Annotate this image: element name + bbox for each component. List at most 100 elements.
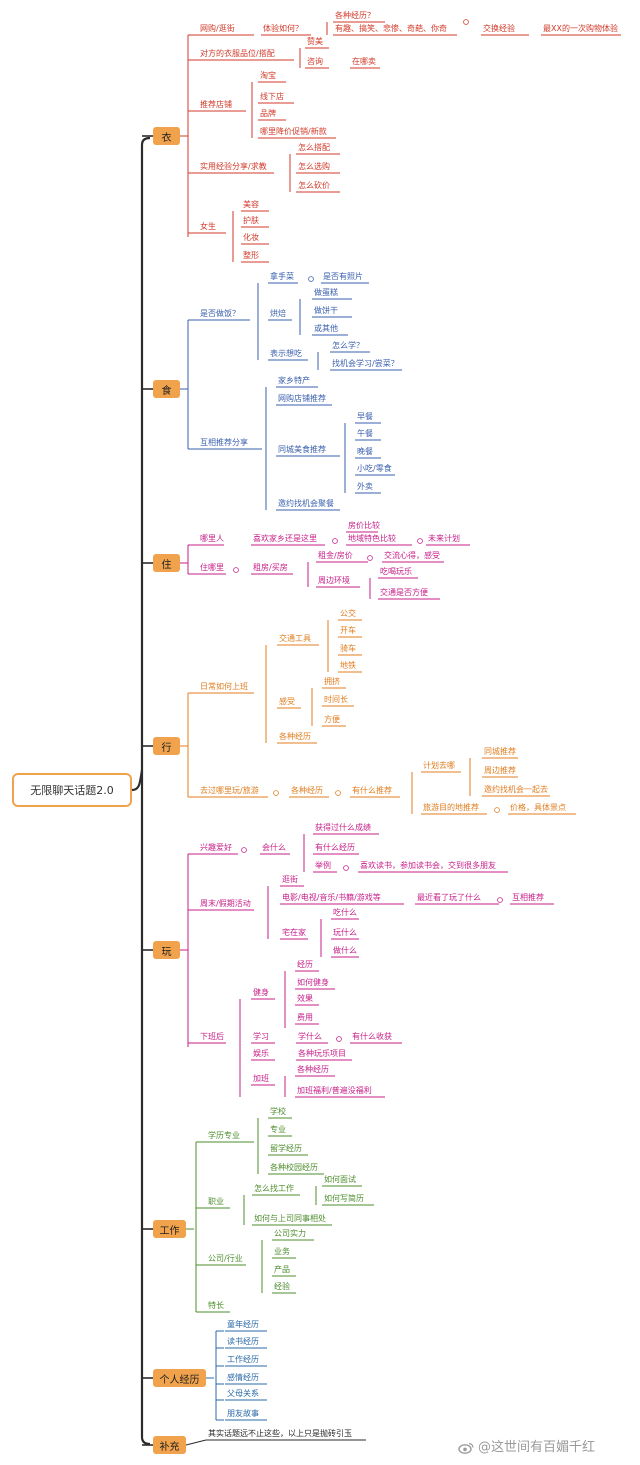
topic-node: 有什么收获 — [352, 1032, 392, 1041]
topic-node: 女生 — [200, 222, 216, 231]
topic-node: 时间长 — [324, 695, 348, 704]
topic-node: 感受 — [279, 697, 295, 706]
topic-node: 特长 — [208, 1301, 224, 1310]
topic-node: 互相推荐 — [512, 893, 544, 902]
collapse-dot-icon — [463, 19, 469, 25]
topic-node: 地铁 — [340, 661, 356, 670]
topic-node: 下班后 — [200, 1032, 224, 1041]
topic-node: 是否做饭？ — [200, 309, 240, 318]
topic-node: 方便 — [324, 715, 340, 724]
collapse-dot-icon — [343, 865, 349, 871]
topic-node: 护肤 — [243, 216, 259, 225]
topic-node: 如何面试 — [324, 1175, 356, 1184]
topic-node: 怎么选购 — [298, 162, 330, 171]
topic-node: 或其他 — [314, 324, 338, 333]
topic-node: 实用经验分享/求教 — [200, 162, 267, 171]
topic-node: 工作经历 — [227, 1355, 259, 1364]
topic-node: 宅在家 — [282, 928, 306, 937]
category-node: 工作 — [153, 1220, 186, 1238]
topic-node: 如何健身 — [297, 978, 329, 987]
topic-node: 最近看了玩了什么 — [417, 893, 481, 902]
topic-node: 淘宝 — [260, 71, 276, 80]
topic-node: 怎么搭配 — [298, 143, 330, 152]
topic-node: 有趣、搞笑、悲惨、奇葩、你奇 — [335, 24, 447, 33]
topic-node: 午餐 — [357, 429, 373, 438]
collapse-dot-icon — [336, 1036, 342, 1042]
topic-node: 朋友故事 — [227, 1409, 259, 1418]
topic-node: 哪里降价促销/新款 — [260, 127, 327, 136]
collapse-dot-icon — [497, 897, 503, 903]
topic-node: 房价比较 — [348, 521, 380, 530]
topic-node: 家乡特产 — [278, 376, 310, 385]
topic-node: 公司实力 — [274, 1229, 306, 1238]
collapse-dot-icon — [417, 538, 423, 544]
topic-node: 费用 — [297, 1013, 313, 1022]
topic-node: 住哪里 — [200, 563, 224, 572]
topic-node: 各种经历 — [291, 786, 323, 795]
topic-node: 做饼干 — [314, 306, 338, 315]
topic-node: 品牌 — [260, 109, 276, 118]
topic-node: 怎么学？ — [332, 341, 364, 350]
root-topic: 无限聊天话题2.0 — [12, 773, 132, 807]
topic-node: 电影/电视/音乐/书籍/游戏等 — [282, 893, 381, 902]
topic-node: 线下店 — [260, 92, 284, 101]
topic-node: 化妆 — [243, 233, 259, 242]
topic-node: 网购店铺推荐 — [278, 394, 326, 403]
topic-node: 烘焙 — [270, 309, 286, 318]
topic-node: 怎么找工作 — [254, 1184, 294, 1193]
topic-node: 同城推荐 — [484, 747, 516, 756]
topic-node: 喜欢读书，参加读书会，交到很多朋友 — [360, 861, 496, 870]
topic-node: 租金/房价 — [318, 551, 353, 560]
topic-node: 公交 — [340, 609, 356, 618]
topic-node: 未来计划 — [428, 534, 460, 543]
connector-curve — [131, 769, 144, 792]
topic-node: 互相推荐分享 — [200, 438, 248, 447]
topic-node: 会什么 — [262, 843, 286, 852]
topic-node: 小吃/零食 — [357, 464, 392, 473]
category-node: 住 — [153, 554, 180, 572]
weibo-logo-icon — [458, 1442, 474, 1454]
topic-node: 邀约找机会聚餐 — [278, 499, 334, 508]
topic-node: 各种玩乐项目 — [298, 1049, 346, 1058]
collapse-dot-icon — [332, 538, 338, 544]
connector-curve — [140, 1436, 151, 1446]
topic-node: 吃什么 — [333, 908, 357, 917]
topic-node: 逛街 — [282, 875, 298, 884]
topic-node: 留学经历 — [270, 1144, 302, 1153]
topic-node: 兴趣爱好 — [200, 843, 232, 852]
topic-node: 外卖 — [357, 482, 373, 491]
topic-node: 交流心得，感受 — [384, 551, 440, 560]
topic-node: 公司/行业 — [208, 1254, 243, 1263]
topic-node: 交通是否方便 — [380, 588, 428, 597]
topic-node: 加班 — [253, 1074, 269, 1083]
topic-node: 如何写简历 — [324, 1194, 364, 1203]
topic-node: 周末/假期活动 — [200, 899, 251, 908]
topic-node: 读书经历 — [227, 1337, 259, 1346]
topic-node: 在哪卖 — [352, 57, 376, 66]
topic-node: 计划去哪 — [423, 761, 455, 770]
collapse-dot-icon — [308, 276, 314, 282]
topic-node: 学习 — [253, 1032, 269, 1041]
topic-node: 玩什么 — [333, 928, 357, 937]
topic-node: 对方的衣服品位/搭配 — [200, 49, 275, 58]
topic-node: 开车 — [340, 626, 356, 635]
topic-node: 学历专业 — [208, 1131, 240, 1140]
collapse-dot-icon — [494, 807, 500, 813]
topic-node: 同城美食推荐 — [278, 445, 326, 454]
topic-node: 赞美 — [307, 37, 323, 46]
topic-node: 交通工具 — [279, 634, 311, 643]
topic-node: 父母关系 — [227, 1389, 259, 1398]
collapse-dot-icon — [367, 555, 373, 561]
category-node: 食 — [153, 380, 180, 398]
topic-node: 健身 — [253, 988, 269, 997]
topic-node: 骑车 — [340, 644, 356, 653]
topic-node: 交换经验 — [483, 24, 515, 33]
topic-node: 做蛋糕 — [314, 288, 338, 297]
topic-node: 举例 — [315, 861, 331, 870]
topic-node: 早餐 — [357, 412, 373, 421]
category-node: 行 — [153, 737, 180, 755]
topic-node: 去过哪里玩/旅游 — [200, 786, 259, 795]
topic-node: 拥挤 — [324, 677, 340, 686]
topic-node: 周边环境 — [318, 576, 350, 585]
